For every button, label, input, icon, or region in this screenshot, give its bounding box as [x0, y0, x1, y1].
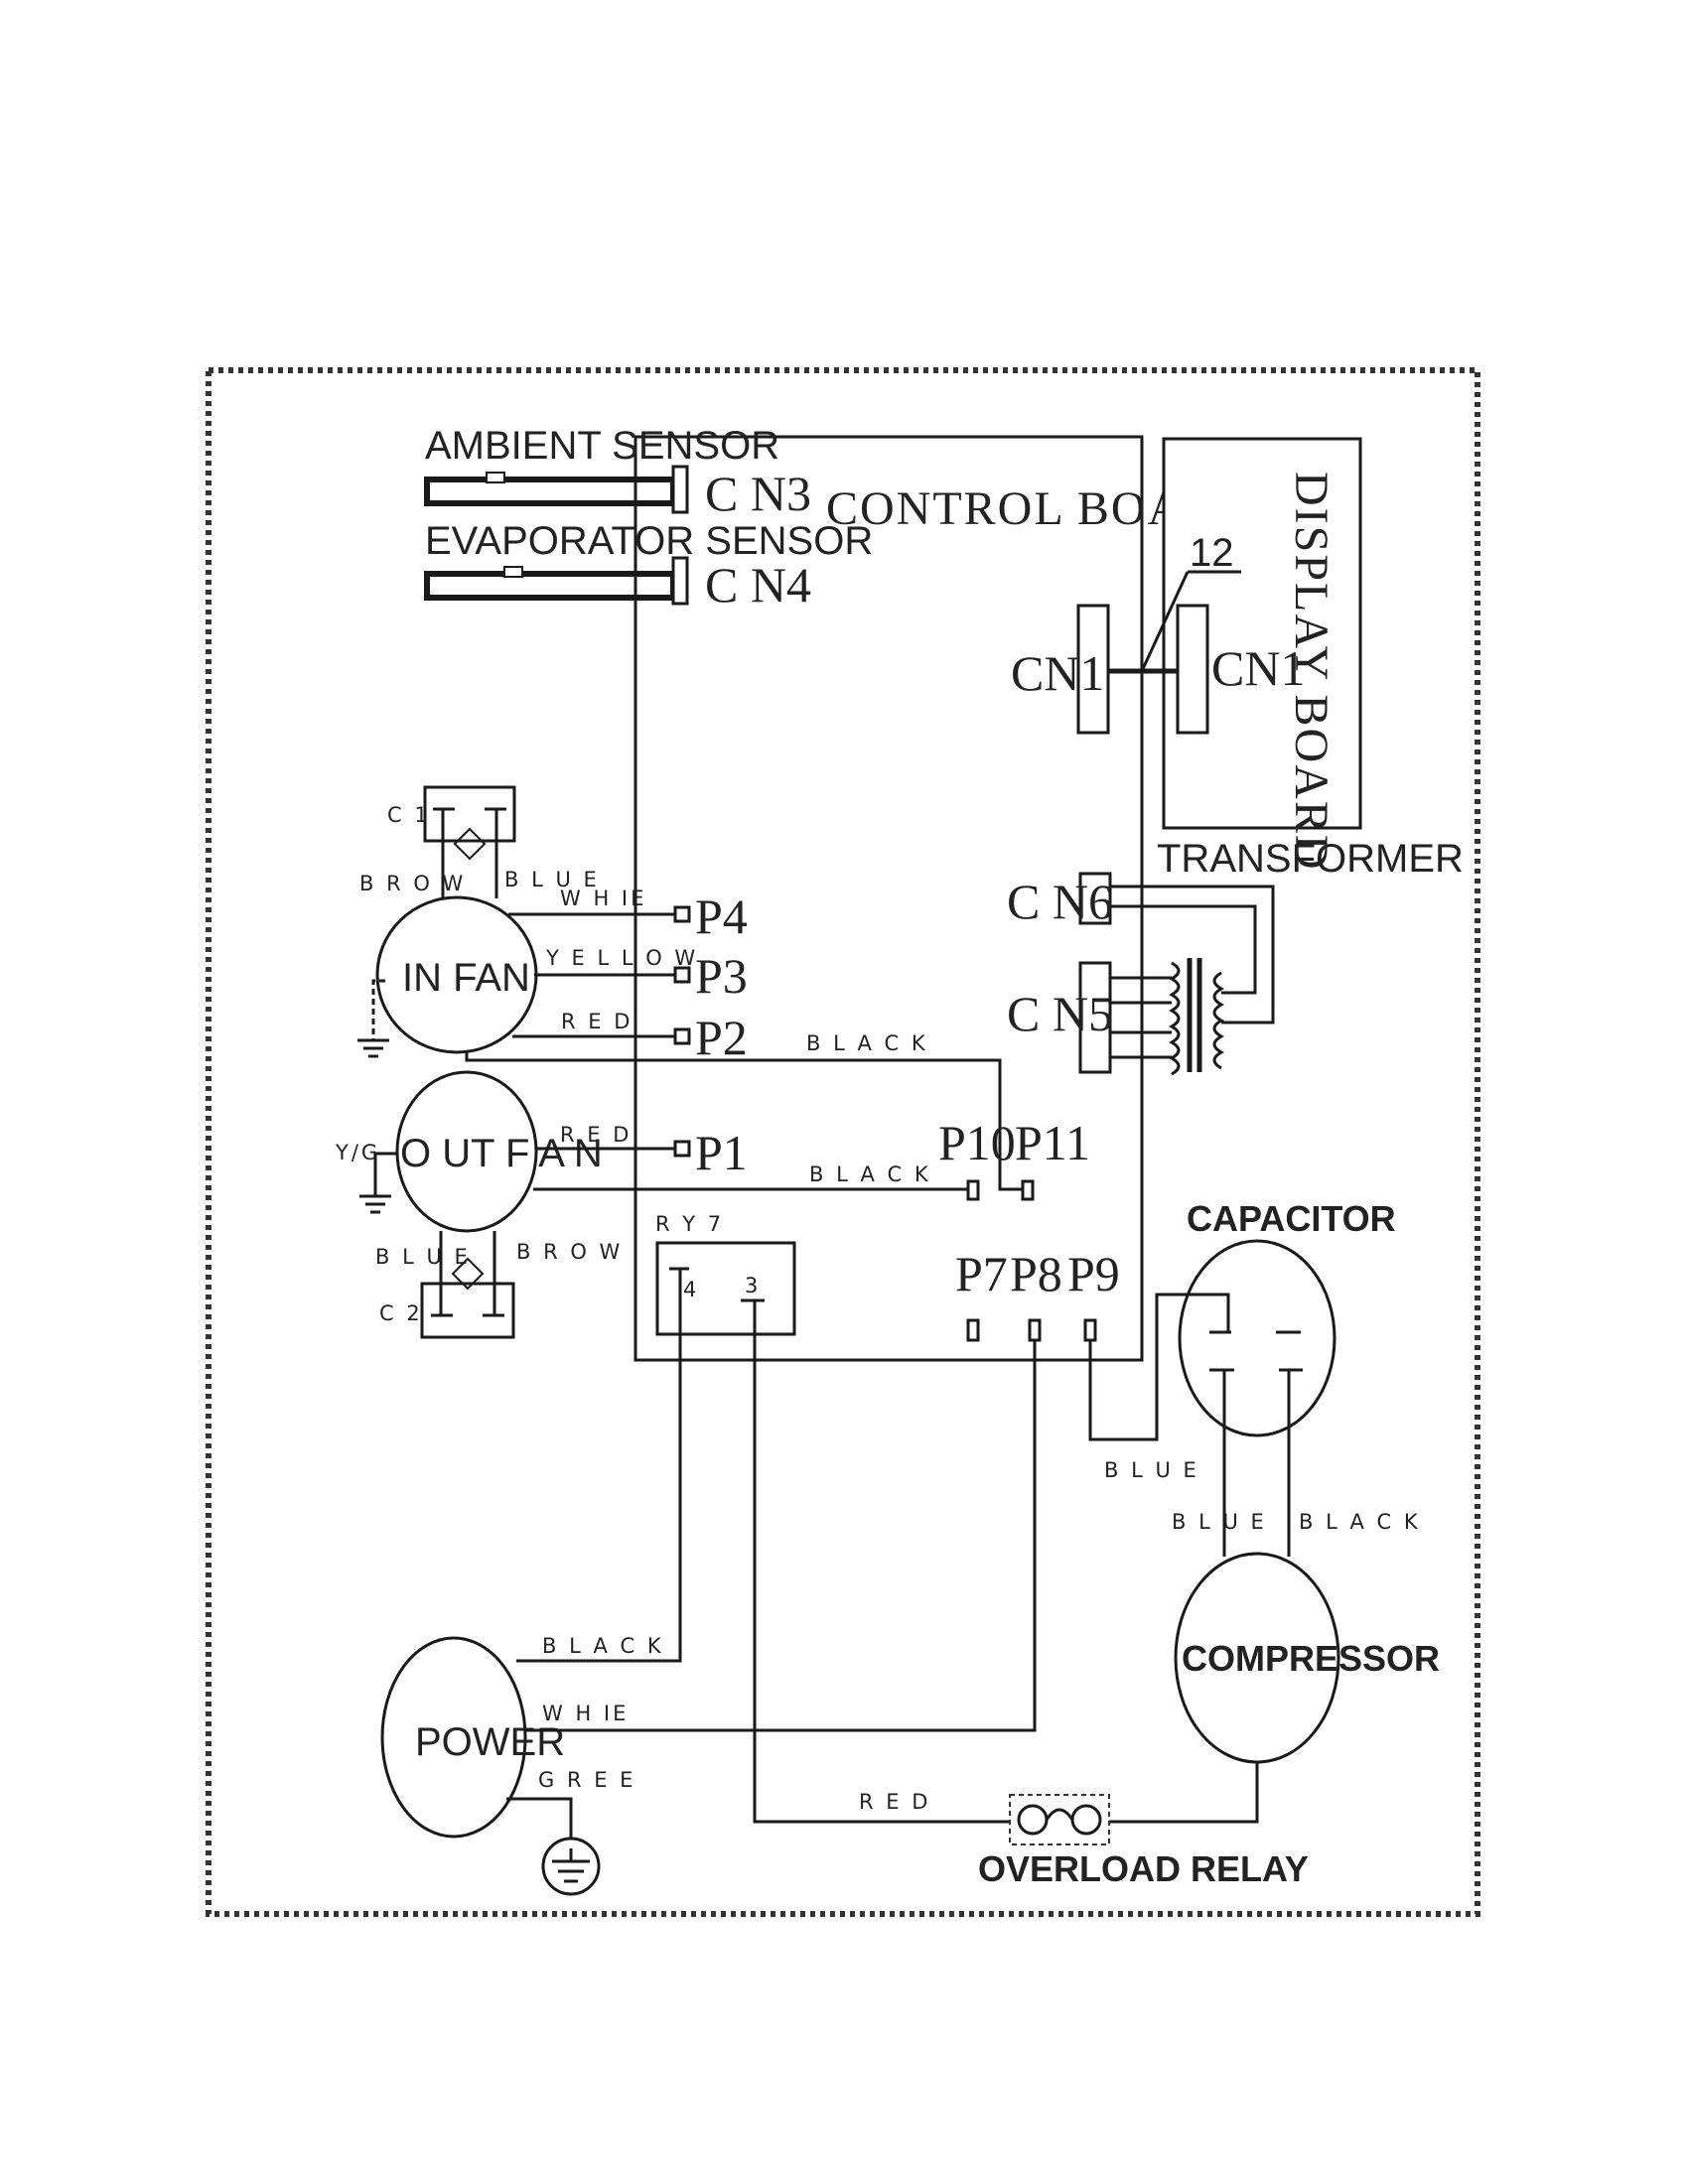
wire-black-p11	[465, 1052, 1023, 1191]
ry7-relay	[655, 1241, 796, 1336]
transformer-label: TRANSFORMER	[1157, 837, 1464, 881]
p10-label: P10	[938, 1115, 1016, 1170]
power-black-label: B L A C K	[542, 1634, 664, 1658]
cn5-label: C N5	[1007, 986, 1113, 1041]
p1-label: P1	[695, 1125, 748, 1180]
p4-label: P4	[695, 888, 748, 944]
wire-green-power-ground	[506, 1797, 573, 1848]
c2-label: C 2	[379, 1301, 423, 1325]
wire-blue-p9-capacitor	[1088, 1293, 1230, 1441]
wire-12-leader	[1140, 571, 1190, 672]
power-green-label: G R E E	[538, 1768, 635, 1792]
c2-diamond	[451, 1257, 485, 1291]
p10-terminal	[966, 1179, 980, 1201]
display-board-label: DISPLAY BOARD	[1285, 472, 1337, 872]
p11-label: P11	[1015, 1115, 1090, 1170]
p8-label: P8	[1010, 1246, 1062, 1301]
p9-label: P9	[1067, 1246, 1120, 1301]
cn6-wire-outer	[1110, 885, 1275, 1024]
capacitor-label: CAPACITOR	[1187, 1198, 1396, 1239]
wire-black-p11-label: B L A C K	[806, 1031, 928, 1055]
power-label: POWER	[415, 1720, 565, 1764]
ambient-sensor-label: AMBIENT SENSOR	[425, 424, 779, 468]
cn6-wire-inner	[1110, 904, 1257, 995]
wire-red-p1-label: R E D	[560, 1123, 632, 1147]
overload-relay-label: OVERLOAD RELAY	[978, 1848, 1309, 1889]
wire-black-p10-label: B L A C K	[809, 1162, 931, 1186]
in-fan-label: IN FAN	[402, 956, 530, 1000]
p1-terminal	[673, 1140, 691, 1158]
p2-label: P2	[695, 1010, 748, 1065]
c1-diamond	[453, 827, 487, 861]
p7-terminal	[966, 1318, 980, 1342]
cn6-label: C N6	[1007, 874, 1113, 929]
power-ground-icon	[541, 1837, 601, 1896]
p4-terminal	[673, 905, 691, 923]
display-board	[1162, 437, 1362, 830]
in-fan-ground-icon	[357, 979, 389, 1058]
cn3-label: C N3	[705, 466, 811, 521]
cn1-board-label: CN1	[1011, 645, 1104, 701]
p7-label: P7	[955, 1246, 1008, 1301]
wire-black-power-ry7	[516, 1269, 682, 1663]
overload-relay-box	[1009, 1794, 1110, 1845]
control-board	[633, 435, 1144, 1362]
cn5-connector	[1078, 961, 1112, 1074]
cn6-connector	[1078, 872, 1112, 925]
overload-red-label: R E D	[859, 1790, 930, 1814]
wire-12-label: 12	[1190, 531, 1234, 575]
wire-white-power-p8	[524, 1340, 1037, 1732]
power-source	[380, 1636, 527, 1839]
cn1-display-label: CN1	[1211, 640, 1305, 696]
comp-black-label: B L A C K	[1299, 1510, 1421, 1534]
comp-blue-label: B L U E	[1172, 1510, 1267, 1534]
evaporator-sensor-element	[503, 566, 523, 578]
out-fan-ground-icon	[359, 1152, 397, 1214]
overload-relay-coil-icon	[1017, 1804, 1102, 1836]
ry7-pin3-label: 3	[745, 1274, 761, 1297]
p3-terminal	[673, 966, 691, 984]
p11-terminal	[1021, 1179, 1035, 1201]
transformer-symbol	[1168, 958, 1225, 1076]
cn1-display-connector	[1176, 604, 1209, 735]
wire-red-p2-label: R E D	[561, 1010, 633, 1033]
wire-yellow-p3-label: Y E L L O W	[545, 946, 698, 970]
cap-blue-label: B L U E	[1104, 1458, 1199, 1482]
cn3-connector	[671, 465, 689, 514]
c1-capacitor-box	[423, 785, 516, 843]
c1-label: C 1	[387, 803, 431, 827]
p2-terminal	[673, 1027, 691, 1045]
out-fan-label: O UT F A N	[400, 1132, 603, 1175]
compressor-label: COMPRESSOR	[1182, 1638, 1440, 1679]
p8-terminal	[1028, 1318, 1042, 1342]
ry7-label: R Y 7	[655, 1212, 724, 1236]
ambient-sensor-element	[486, 472, 505, 483]
p3-label: P3	[695, 948, 748, 1004]
cn4-label: C N4	[705, 557, 811, 613]
in-fan-brow-label: B R O W	[359, 872, 466, 895]
out-fan-motor	[395, 1070, 538, 1233]
wire-white-p4-label: W H IE	[560, 887, 646, 910]
power-white-label: W H IE	[542, 1702, 629, 1725]
outer-boundary	[206, 367, 1480, 1917]
out-fan-brow-label: B R O W	[516, 1240, 623, 1264]
wire-red-ry7-overload	[753, 1300, 1010, 1824]
in-fan-blue-label: B L U E	[504, 868, 600, 891]
c2-capacitor-box	[420, 1282, 515, 1339]
evaporator-sensor-label: EVAPORATOR SENSOR	[425, 519, 873, 563]
wire-overload-compressor	[1109, 1762, 1259, 1824]
cn4-connector	[671, 556, 689, 606]
p9-terminal	[1083, 1318, 1097, 1342]
capacitor-body	[1178, 1239, 1336, 1437]
yg-label: Y/G	[335, 1141, 380, 1164]
out-fan-blue-label: B L U E	[375, 1245, 471, 1269]
ry7-pin4-label: 4	[683, 1278, 699, 1301]
